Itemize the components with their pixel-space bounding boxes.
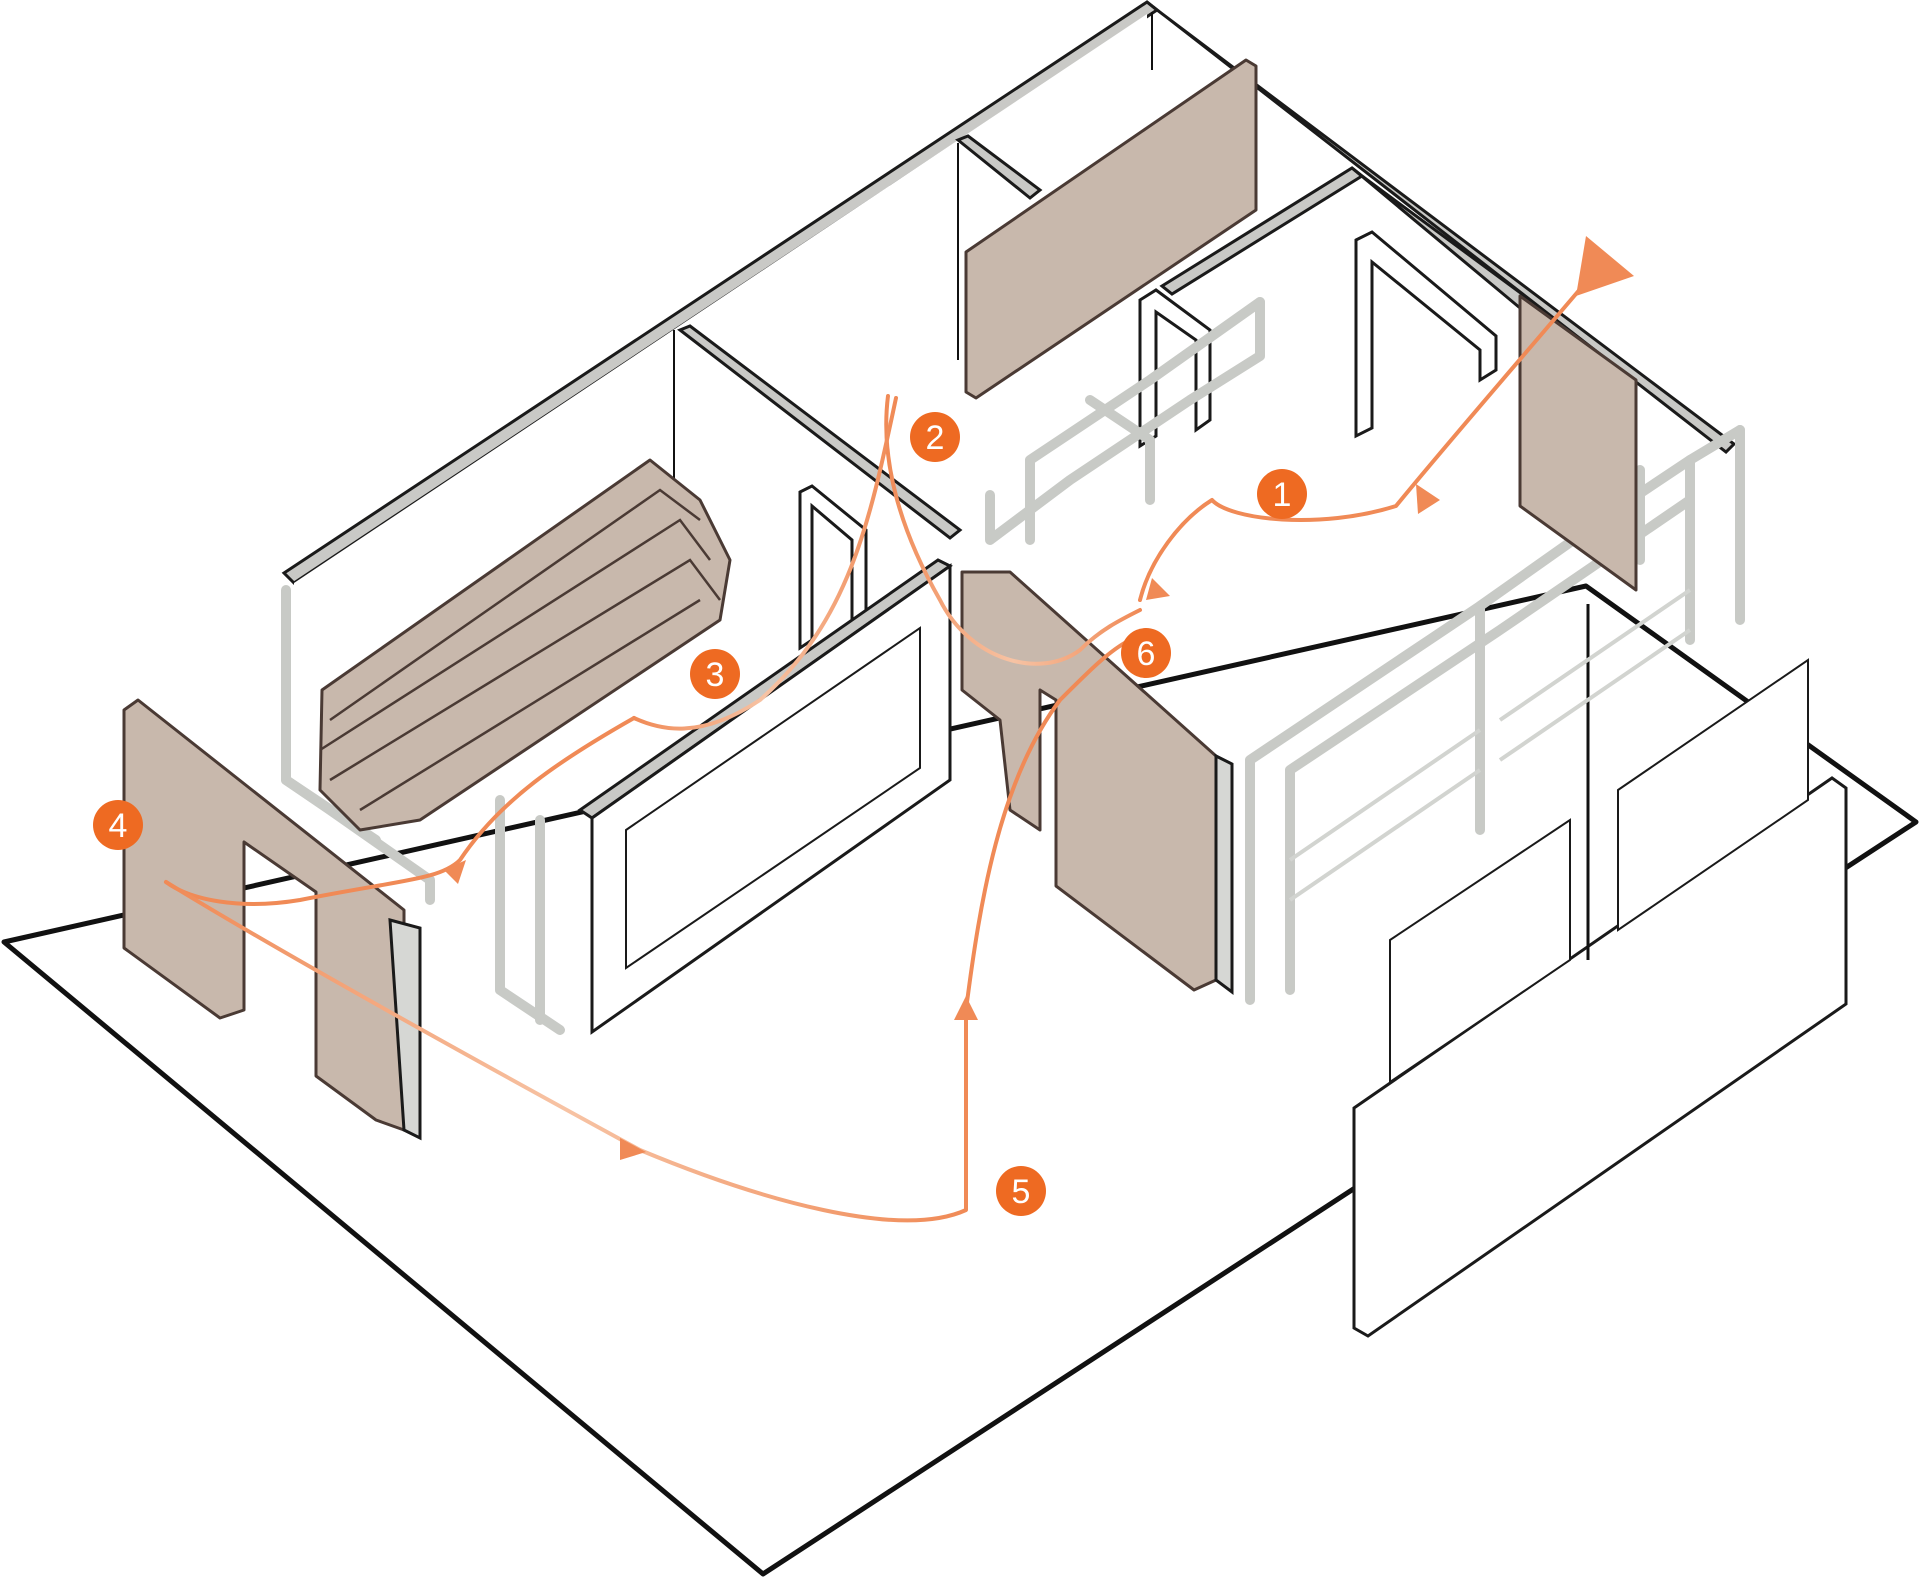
panel-center-wall	[960, 570, 1218, 992]
route-path-4	[164, 880, 968, 1223]
route-path-1	[1138, 266, 1600, 602]
route-path-3	[164, 716, 636, 906]
step-marker-circle	[1257, 469, 1307, 519]
step-marker-circle	[996, 1166, 1046, 1216]
front-walls	[577, 558, 1848, 1338]
step-marker-label: 2	[926, 419, 945, 457]
route-path-2	[884, 394, 1142, 666]
panel-right-wall	[1518, 294, 1638, 592]
step-marker-circle	[1121, 628, 1171, 678]
step-marker-label: 5	[1012, 1173, 1031, 1211]
step-marker-4: 4	[93, 800, 143, 850]
sofa-object	[318, 458, 732, 832]
step-marker-label: 3	[706, 656, 725, 694]
step-marker-circle	[93, 800, 143, 850]
step-marker-circle	[690, 649, 740, 699]
entry-arrow	[1576, 236, 1634, 296]
step-marker-label: 4	[109, 807, 128, 845]
brown-panels	[122, 58, 1638, 1141]
step-marker-6: 6	[1121, 628, 1171, 678]
panel-entry-wall	[122, 698, 406, 1132]
route-arrowheads	[444, 236, 1634, 1160]
route-path-5	[964, 638, 1132, 1012]
step-marker-1: 1	[1257, 469, 1307, 519]
step-marker-label: 1	[1273, 476, 1292, 514]
route-path-2b	[632, 396, 898, 731]
step-marker-2: 2	[910, 412, 960, 462]
route-paths	[164, 266, 1600, 1223]
step-marker-label: 6	[1137, 635, 1156, 673]
step-marker-circle	[910, 412, 960, 462]
panel-top-room	[964, 58, 1258, 400]
step-marker-3: 3	[690, 649, 740, 699]
step-markers: 1 2 3 4 5 6	[93, 412, 1307, 1216]
step-marker-5: 5	[996, 1166, 1046, 1216]
back-walls	[281, 0, 1737, 630]
interior-partitions	[677, 134, 1533, 651]
